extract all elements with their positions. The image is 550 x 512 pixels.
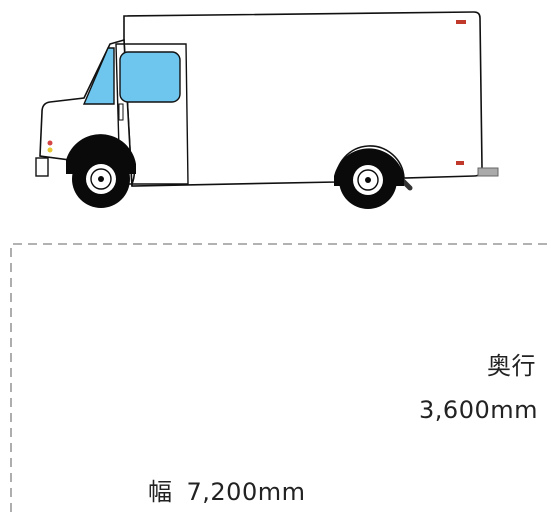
depth-label: 奥行 — [487, 352, 536, 380]
marker-light-bottom — [456, 161, 464, 165]
door-window — [119, 51, 181, 103]
marker-light-top — [456, 20, 466, 24]
front-bumper — [35, 157, 49, 177]
cab-door — [115, 43, 189, 185]
van-illustration — [35, 11, 499, 209]
front-light-top — [47, 140, 53, 146]
front-wheel — [72, 150, 130, 208]
width-value: 7,200mm — [186, 478, 306, 506]
rear-step — [477, 167, 499, 177]
front-light-bottom — [47, 147, 53, 153]
door-handle — [118, 103, 124, 121]
width-label: 幅 — [148, 478, 173, 506]
windshield — [82, 47, 115, 105]
rear-wheel — [339, 151, 397, 209]
width-dimension: 幅 7,200mm — [148, 472, 305, 507]
depth-value: 3,600mm — [419, 396, 538, 424]
